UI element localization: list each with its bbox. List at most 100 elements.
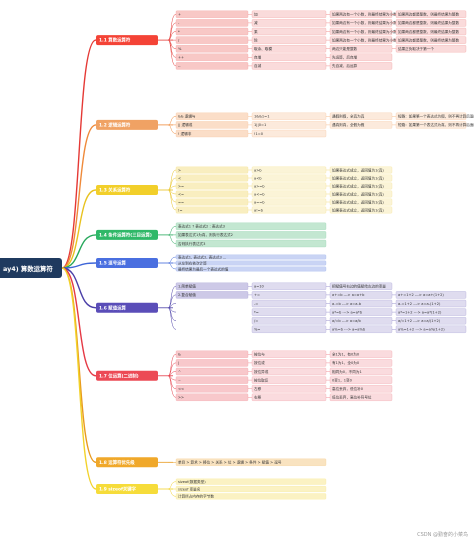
row-cell-note: 如果表达式成立，返回值为1(真) bbox=[332, 191, 384, 196]
row-cell-description: a>b bbox=[254, 168, 262, 172]
row-cell-operator-box bbox=[175, 53, 249, 61]
row-cell-operator: <= bbox=[178, 192, 184, 196]
row-cell-operator: sizeof(数据类型) bbox=[178, 479, 206, 484]
detail-row: 从左到右依次计算 bbox=[168, 260, 327, 266]
branch-node[interactable] bbox=[96, 35, 158, 46]
row-cell-extra-box bbox=[395, 45, 467, 53]
branch-node[interactable] bbox=[96, 258, 158, 268]
row-cell-note: 低位丢弃，高位补符号位 bbox=[332, 395, 372, 400]
row-cell-operator: + bbox=[178, 13, 181, 17]
branch-label: 1.7 位运算(二进制) bbox=[99, 372, 139, 379]
row-cell-description: += bbox=[254, 293, 260, 297]
branch-label: 1.8 运算符优先级 bbox=[99, 459, 135, 466]
row-cell-note: 0变1，1变0 bbox=[332, 377, 353, 382]
row-cell-operator: 表达式1 ? 表达式2 : 表达式3 bbox=[178, 224, 225, 229]
row-cell-note: 如果表达式成立，返回值为1(真) bbox=[332, 207, 384, 212]
branch-label: 1.5 逗号运算 bbox=[99, 260, 126, 267]
branch-connector bbox=[61, 267, 97, 463]
row-cell-description: 左移 bbox=[254, 386, 262, 391]
branch-node[interactable] bbox=[96, 185, 158, 195]
row-cell-operator: >= bbox=[178, 184, 184, 188]
branch-node[interactable] bbox=[96, 119, 158, 130]
row-cell-operator-box bbox=[175, 231, 327, 239]
row-cell-description: 加 bbox=[254, 12, 258, 17]
row-cell-extra: 短路：如果第一个表达式为真，则不再计算后面的表达式 bbox=[398, 122, 474, 127]
row-cell-description: a==b bbox=[254, 200, 265, 204]
root-node: ay4) 算数运算符 bbox=[0, 258, 62, 278]
branch-connector bbox=[61, 267, 97, 377]
row-cell-extra-box bbox=[395, 19, 467, 27]
row-cell-description: 除 bbox=[254, 37, 258, 42]
row-cell-note: 高位丢弃，低位补0 bbox=[332, 386, 364, 391]
branch-node[interactable] bbox=[96, 229, 158, 240]
row-cell-extra: a/=1+2 ---> a=a/(1+2) bbox=[398, 319, 441, 323]
row-cell-operator-box bbox=[175, 385, 249, 393]
row-cell-operator: & bbox=[178, 353, 181, 357]
row-cell-description-box bbox=[251, 62, 327, 70]
row-cell-operator-box bbox=[175, 478, 327, 485]
row-cell-extra-box bbox=[395, 121, 467, 129]
row-cell-note-box bbox=[329, 166, 393, 174]
row-connector bbox=[167, 177, 177, 191]
detail-row: /除如果两边有一个小数，则最终结果为小数如果两边都是整数，则最终结果为整数 bbox=[168, 36, 467, 44]
row-connector bbox=[167, 375, 177, 389]
detail-row: 如果表达式1为真，则执行表达式2 bbox=[168, 231, 327, 239]
row-cell-note-box bbox=[329, 376, 393, 384]
row-cell-description-box bbox=[251, 10, 327, 18]
row-cell-operator-box bbox=[175, 182, 249, 190]
row-cell-description: a<=b bbox=[254, 192, 265, 196]
row-cell-operator-box bbox=[175, 376, 249, 384]
row-cell-note-box bbox=[329, 198, 393, 206]
row-cell-operator: < bbox=[178, 176, 181, 180]
branch-label: 1.3 关系运算符 bbox=[99, 187, 131, 194]
row-cell-extra: a+=1+2 ---> a=a+(1+2) bbox=[398, 293, 444, 297]
row-cell-note: a-=b ---> a=a-b bbox=[332, 302, 362, 306]
row-cell-operator: / bbox=[178, 38, 180, 42]
row-cell-description: a<b bbox=[254, 176, 262, 180]
row-connector bbox=[167, 14, 177, 41]
detail-row: <= a<=b 如果表达式成立，返回值为1(真) bbox=[167, 189, 393, 198]
detail-row: sizeof(数据类型) bbox=[167, 478, 327, 490]
row-cell-description-box bbox=[251, 299, 327, 308]
row-cell-operator: | bbox=[178, 361, 179, 365]
row-cell-description: a=10 bbox=[254, 285, 264, 289]
detail-row: ++自增先运算，后自增 bbox=[167, 39, 393, 61]
branch-label: 1.6 赋值运算 bbox=[99, 304, 126, 311]
branch-node[interactable] bbox=[96, 484, 158, 494]
row-cell-note: a*=b ---> a=a*b bbox=[332, 310, 363, 314]
row-cell-note: a/=b ---> a=a/b bbox=[332, 319, 362, 323]
row-cell-operator: 单目 > 算术 > 移位 > 关系 > 位 > 逻辑 > 条件 > 赋值 > 逗… bbox=[178, 460, 282, 465]
detail-row: ^按位异或相同为0，不同为1 bbox=[167, 367, 393, 377]
row-cell-operator: ~ bbox=[178, 378, 181, 382]
row-cell-description: 减 bbox=[254, 20, 258, 25]
row-cell-operator-box bbox=[175, 36, 249, 44]
row-cell-description: 按位与 bbox=[254, 352, 265, 357]
branch-node[interactable] bbox=[96, 302, 158, 313]
row-cell-note: 如果表达式成立，返回值为1(真) bbox=[332, 175, 384, 180]
row-cell-description: 自增 bbox=[254, 55, 262, 60]
row-cell-operator: % bbox=[178, 47, 182, 51]
branch-connector bbox=[61, 267, 97, 490]
row-cell-note: 遇真则真，全假为假 bbox=[332, 122, 365, 127]
row-cell-note: 如果两边有一个小数，则最终结果为小数 bbox=[332, 37, 397, 42]
row-cell-description: 1&&1=1 bbox=[254, 115, 269, 119]
branch-connector bbox=[61, 234, 97, 269]
row-connector bbox=[167, 262, 177, 270]
row-cell-operator: 最终结果为最后一个表达式的值 bbox=[178, 266, 229, 271]
row-cell-operator-box bbox=[175, 222, 327, 230]
row-connector bbox=[167, 375, 177, 398]
row-cell-operator-box bbox=[175, 174, 249, 182]
branch-node[interactable] bbox=[96, 370, 158, 381]
row-cell-extra: a*=1+2 ---> a=a*(1+2) bbox=[398, 310, 442, 314]
detail-row: |按位或有1为1，全0为0 bbox=[167, 359, 393, 377]
row-cell-description: 乘 bbox=[254, 29, 258, 34]
row-cell-operator-box bbox=[175, 359, 249, 367]
row-cell-operator: 1.简单赋值 bbox=[178, 284, 196, 289]
branch-node[interactable] bbox=[96, 457, 158, 468]
row-cell-extra: 如果两边都是整数，则最终结果为整数 bbox=[398, 20, 459, 25]
